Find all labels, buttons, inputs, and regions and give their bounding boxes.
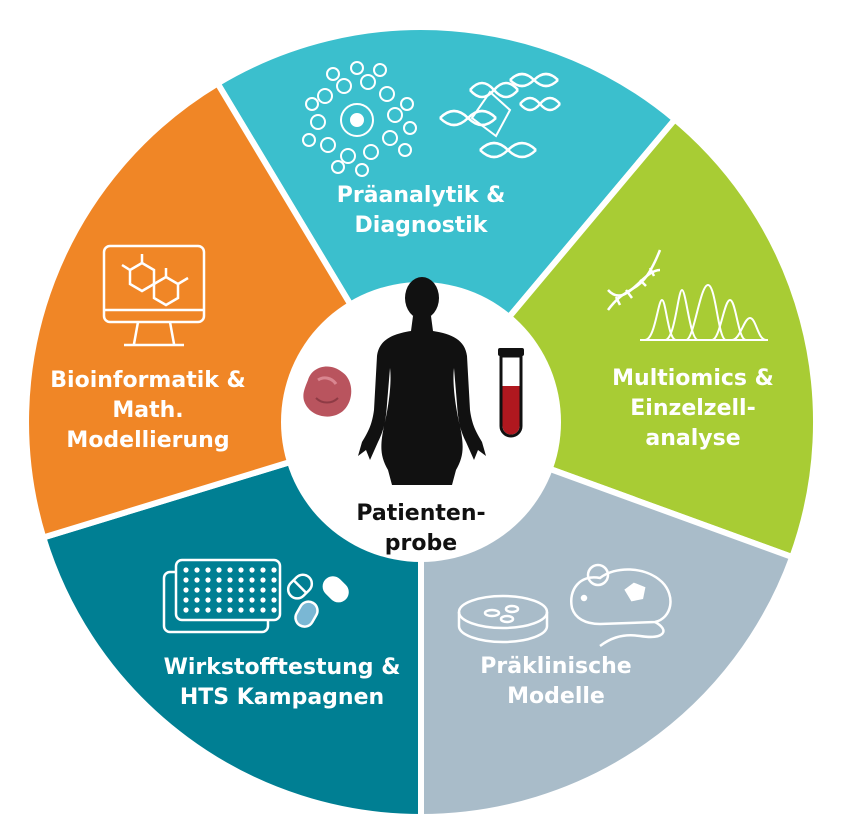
- label-bioinformatik-line2: Math.: [112, 398, 184, 423]
- well: [260, 607, 266, 613]
- well: [227, 607, 233, 613]
- well: [271, 607, 277, 613]
- label-multiomics-line3: analyse: [645, 426, 741, 451]
- monitor-molecule-icon: [102, 244, 206, 347]
- well: [260, 597, 266, 603]
- well: [227, 597, 233, 603]
- label-praeklinisch: Präklinische Modelle: [480, 652, 631, 712]
- well: [238, 577, 244, 583]
- well: [238, 587, 244, 593]
- capsule-icon: [286, 573, 349, 628]
- label-multiomics-line2: Einzelzell-: [630, 396, 756, 421]
- label-bioinformatik: Bioinformatik & Math. Modellierung: [50, 366, 245, 456]
- well: [216, 577, 222, 583]
- well: [271, 587, 277, 593]
- well: [194, 567, 200, 573]
- tissue-sample-icon: [303, 366, 352, 417]
- well: [271, 577, 277, 583]
- label-bioinformatik-line1: Bioinformatik &: [50, 368, 246, 393]
- well: [216, 597, 222, 603]
- label-praeklinisch-line1: Präklinische: [480, 654, 632, 679]
- well: [249, 587, 255, 593]
- center-label: Patienten- probe: [356, 499, 485, 559]
- mouse-icon: [569, 563, 672, 648]
- well: [205, 607, 211, 613]
- well: [238, 607, 244, 613]
- well: [194, 607, 200, 613]
- petri-dish-icon: [457, 594, 549, 644]
- well-plate-icon: [162, 558, 282, 634]
- well: [183, 607, 189, 613]
- well: [183, 587, 189, 593]
- blood-tube-icon: [498, 348, 524, 438]
- well: [227, 587, 233, 593]
- label-multiomics: Multiomics & Einzelzell- analyse: [612, 364, 774, 454]
- well: [227, 577, 233, 583]
- well: [249, 597, 255, 603]
- label-multiomics-line1: Multiomics &: [612, 366, 774, 391]
- well: [249, 577, 255, 583]
- dna-icon: [439, 72, 561, 159]
- well: [194, 577, 200, 583]
- well: [260, 587, 266, 593]
- well: [205, 587, 211, 593]
- label-praeanalytik-line1: Präanalytik &: [336, 183, 506, 208]
- label-praeklinisch-line2: Modelle: [507, 684, 605, 709]
- well: [183, 567, 189, 573]
- segment-praeanalytik: [214, 24, 678, 425]
- human-silhouette-icon: [358, 277, 486, 485]
- well: [205, 597, 211, 603]
- well: [205, 577, 211, 583]
- well: [238, 597, 244, 603]
- well: [194, 587, 200, 593]
- well: [271, 597, 277, 603]
- well: [271, 567, 277, 573]
- well: [216, 567, 222, 573]
- well: [205, 567, 211, 573]
- cells-icon: [302, 61, 417, 177]
- center-label-line1: Patienten-: [356, 501, 486, 526]
- well: [227, 567, 233, 573]
- well: [216, 607, 222, 613]
- label-wirkstoff-line1: Wirkstofftestung &: [163, 655, 401, 680]
- well: [183, 597, 189, 603]
- center-label-line2: probe: [384, 531, 458, 556]
- well: [238, 567, 244, 573]
- well: [183, 577, 189, 583]
- dna-helix-icon: [606, 249, 662, 311]
- well: [194, 597, 200, 603]
- label-praeanalytik-line2: Diagnostik: [354, 213, 488, 238]
- well: [249, 607, 255, 613]
- well: [249, 567, 255, 573]
- sequencing-peaks-icon: [640, 283, 768, 341]
- label-wirkstoff: Wirkstofftestung & HTS Kampagnen: [164, 653, 401, 713]
- label-wirkstoff-line2: HTS Kampagnen: [179, 685, 385, 710]
- label-bioinformatik-line3: Modellierung: [66, 428, 230, 453]
- well: [260, 567, 266, 573]
- well: [260, 577, 266, 583]
- well: [216, 587, 222, 593]
- label-praeanalytik: Präanalytik & Diagnostik: [337, 181, 506, 241]
